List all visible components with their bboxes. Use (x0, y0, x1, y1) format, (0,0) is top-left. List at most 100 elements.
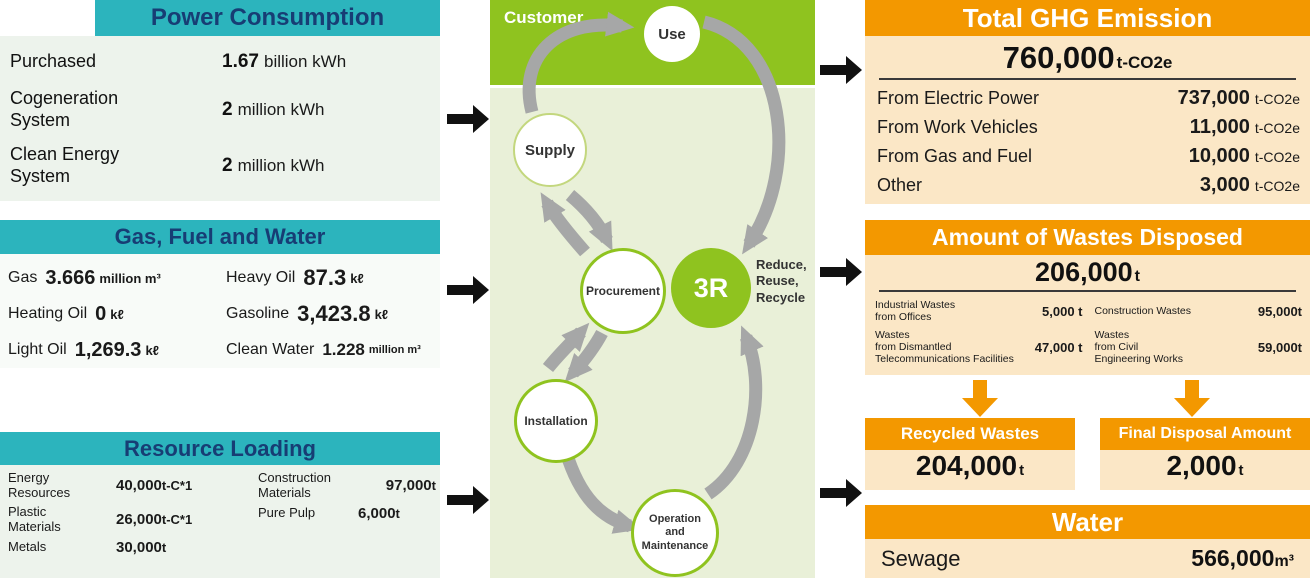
wastes-body: 206,000 t Industrial Wastes from Offices… (865, 255, 1310, 375)
wastes-cell-value: 47,000 t (1034, 339, 1083, 355)
resource-row: Metals 30,000 t (8, 539, 233, 556)
gas-cell-unit: kℓ (110, 306, 124, 322)
arrow-cycle-to-water (820, 479, 862, 507)
gas-cell-label: Clean Water (226, 341, 315, 358)
arrow-wastes-to-final (1174, 380, 1210, 417)
gas-cell-unit: kℓ (374, 306, 389, 322)
water-row-label: Sewage (881, 545, 961, 571)
resource-row-label: Energy Resources (8, 470, 71, 500)
recycled-wastes-unit: t (1019, 462, 1025, 479)
final-disposal-unit: t (1238, 462, 1244, 479)
cycle-node-installation: Installation (514, 379, 598, 463)
power-row-value: 1.67 (222, 51, 259, 72)
recycled-wastes-header: Recycled Wastes (865, 418, 1075, 450)
resource-loading-body: Energy Resources 40,000 t-C*1 Plastic Ma… (0, 465, 440, 578)
final-disposal-header: Final Disposal Amount (1100, 418, 1310, 450)
wastes-cell: Construction Wastes 95,000t (1093, 296, 1305, 326)
resource-row-value: 26,000 (116, 511, 162, 529)
ghg-total-unit: t-CO2e (1116, 53, 1173, 72)
gas-cell-value: 0 (95, 302, 107, 325)
ghg-row-value: 737,000 (1177, 87, 1250, 109)
resource-row-label: Pure Pulp (258, 504, 316, 520)
ghg-header: Total GHG Emission (865, 0, 1310, 36)
recycled-wastes-value: 204,000 (915, 450, 1018, 481)
wastes-cell-value: 5,000 t (1042, 303, 1083, 319)
resource-row: Pure Pulp 6,000 t (258, 505, 436, 522)
resource-row: Plastic Materials 26,000 t-C*1 (8, 504, 233, 535)
power-row-unit: million kWh (237, 156, 325, 175)
cycle-node-3r: 3R (671, 248, 751, 328)
power-row-label: Clean Energy System (10, 144, 120, 186)
cycle-node-procurement: Procurement (580, 248, 666, 334)
ghg-row-unit: t-CO2e (1254, 91, 1300, 107)
arrow-power-to-cycle (447, 105, 489, 133)
resource-row-unit: t (395, 505, 400, 521)
arrow-gas-to-cycle (447, 276, 489, 304)
ghg-total-value: 760,000 (1002, 40, 1115, 75)
wastes-total-unit: t (1134, 268, 1140, 285)
ghg-row-unit: t-CO2e (1254, 178, 1300, 194)
wastes-total-value: 206,000 (1035, 257, 1133, 287)
resource-column-2: Construction Materials 97,000 t Pure Pul… (258, 470, 436, 526)
arrow-resource-to-cycle (447, 486, 489, 514)
wastes-cell: Wastes from Civil Engineering Works 59,0… (1093, 326, 1305, 368)
resource-row-label: Construction Materials (258, 470, 331, 500)
resource-row-value: 40,000 (116, 477, 162, 495)
resource-row-value: 6,000 (358, 504, 396, 522)
power-row-unit: billion kWh (263, 52, 347, 71)
gas-cell-value: 87.3 (303, 265, 347, 290)
gas-cell-unit: million m³ (368, 344, 421, 356)
cycle-node-operation: Operation and Maintenance (631, 489, 719, 577)
ghg-row-label: From Gas and Fuel (877, 146, 1033, 166)
ghg-row-label: Other (877, 175, 923, 195)
wastes-cell-value: 59,000t (1257, 339, 1302, 355)
wastes-cell: Industrial Wastes from Offices 5,000 t (873, 296, 1085, 326)
gas-cell-label: Heavy Oil (226, 269, 296, 286)
ghg-row-value: 10,000 (1188, 145, 1250, 167)
gas-cell-label: Gas (8, 269, 38, 286)
resource-row-unit: t (161, 539, 167, 555)
recycled-wastes-body: 204,000 t (865, 450, 1075, 490)
power-row: Purchased 1.67 billion kWh (0, 42, 440, 82)
power-row-value: 2 (222, 155, 233, 176)
3r-caption: Reduce, Reuse, Recycle (756, 257, 807, 305)
wastes-total: 206,000 t (879, 255, 1296, 292)
final-disposal-value: 2,000 (1166, 450, 1237, 481)
gas-cell-value: 1.228 (322, 340, 365, 359)
arrow-cycle-to-wastes (820, 258, 862, 286)
wastes-cell: Wastes from Dismantled Telecommunication… (873, 326, 1085, 368)
wastes-cell-label: Industrial Wastes from Offices (875, 299, 956, 324)
power-consumption-body: Purchased 1.67 billion kWh Cogeneration … (0, 36, 440, 201)
wastes-cell-value: 95,000t (1257, 303, 1302, 319)
water-row-value: 566,000 (1191, 545, 1275, 571)
ghg-total: 760,000 t-CO2e (879, 36, 1296, 80)
final-disposal-body: 2,000 t (1100, 450, 1310, 490)
cycle-node-use: Use (644, 6, 700, 62)
ghg-row-unit: t-CO2e (1254, 149, 1300, 165)
power-row-label: Cogeneration System (10, 88, 119, 130)
gas-cell-unit: kℓ (350, 270, 364, 286)
gas-cell: Heating Oil 0 kℓ (8, 296, 226, 332)
resource-row-value: 97,000 (385, 477, 432, 495)
gas-cell: Gasoline 3,423.8 kℓ (226, 296, 436, 332)
gas-cell: Clean Water 1.228 million m³ (226, 332, 436, 368)
gas-cell-value: 3,423.8 (297, 301, 371, 326)
power-row: Cogeneration System 2 million kWh (0, 82, 440, 138)
resource-row-unit: t-C*1 (161, 512, 193, 528)
gas-fuel-water-header: Gas, Fuel and Water (0, 220, 440, 254)
cycle-node-supply: Supply (513, 113, 587, 187)
water-body: Sewage 566,000m³ (865, 539, 1310, 578)
power-row-value: 2 (222, 99, 233, 120)
resource-row-unit: t (431, 478, 436, 494)
ghg-row-label: From Electric Power (877, 88, 1040, 108)
arrow-wastes-to-recycled (962, 380, 998, 417)
wastes-header: Amount of Wastes Disposed (865, 220, 1310, 255)
ghg-row-label: From Work Vehicles (877, 117, 1038, 137)
gas-fuel-water-body: Gas 3.666 million m³ Heavy Oil 87.3 kℓ H… (0, 254, 440, 368)
gas-cell-label: Gasoline (226, 305, 290, 322)
